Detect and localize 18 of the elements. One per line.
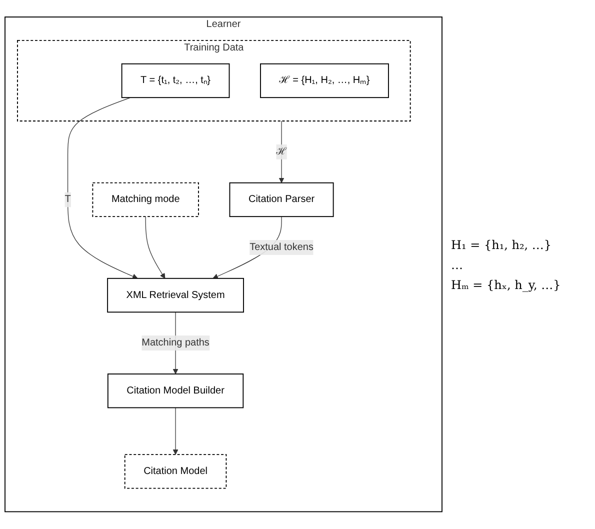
arrow [145, 216, 166, 279]
node-box: ℋ = {H₁, H₂, …, Hₘ} [260, 64, 389, 98]
node-box: Citation Model Builder [107, 374, 244, 408]
edge-label: ℋ [276, 146, 287, 158]
node-box: Citation Model [124, 454, 227, 489]
node-box: T = {t₁, t₂, …, tₙ} [121, 64, 230, 98]
note-text: H₁ = {h₁, h₂, …} [451, 238, 553, 252]
edge-label: Matching paths [142, 338, 210, 348]
arrow [172, 408, 178, 455]
arrow [67, 97, 138, 280]
edge-label: T [64, 194, 71, 205]
node-box: Citation Parser [229, 182, 334, 218]
node-box: XML Retrieval System [107, 278, 244, 313]
edge-label: Textual tokens [250, 242, 314, 253]
node-box: Matching mode [92, 182, 199, 218]
note-text: Hₘ = {hₓ, h_y, …} [451, 278, 562, 292]
note-text: … [451, 258, 464, 272]
arrow [278, 120, 284, 184]
